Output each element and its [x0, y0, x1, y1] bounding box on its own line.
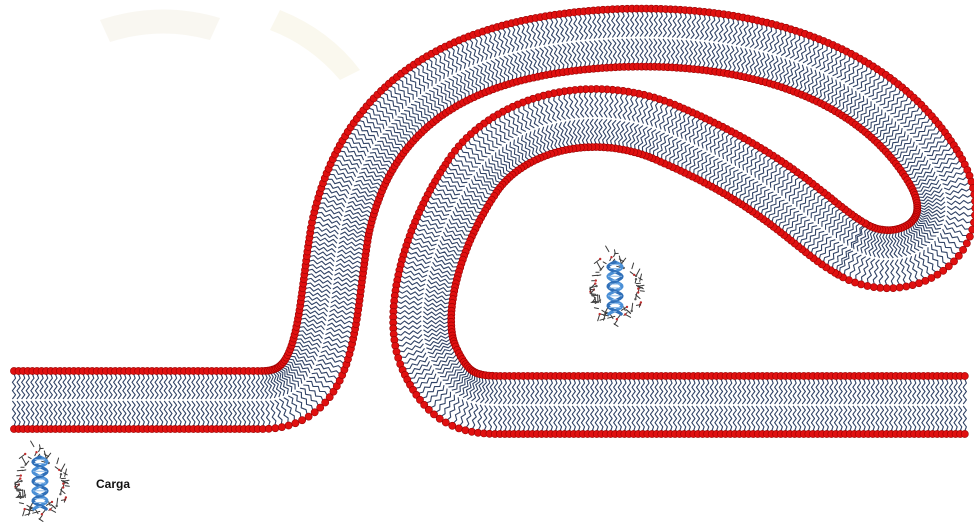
left-lipid-heads [10, 5, 974, 433]
cargo-molecule-legend [14, 441, 69, 521]
left-lipid-tails [12, 12, 972, 426]
cargo-cage-center [589, 246, 644, 326]
dna-helix-icon-legend [33, 457, 47, 509]
membrane-bilayer-right-vesicle [390, 85, 969, 437]
cargo-cage-legend [14, 441, 69, 521]
faint-watermark [100, 9, 360, 80]
membrane-bilayer-left-curved [10, 5, 974, 433]
cargo-molecule-center [589, 246, 644, 326]
cargo-legend-label: Carga [96, 477, 130, 491]
dna-helix-icon-center [608, 262, 622, 314]
